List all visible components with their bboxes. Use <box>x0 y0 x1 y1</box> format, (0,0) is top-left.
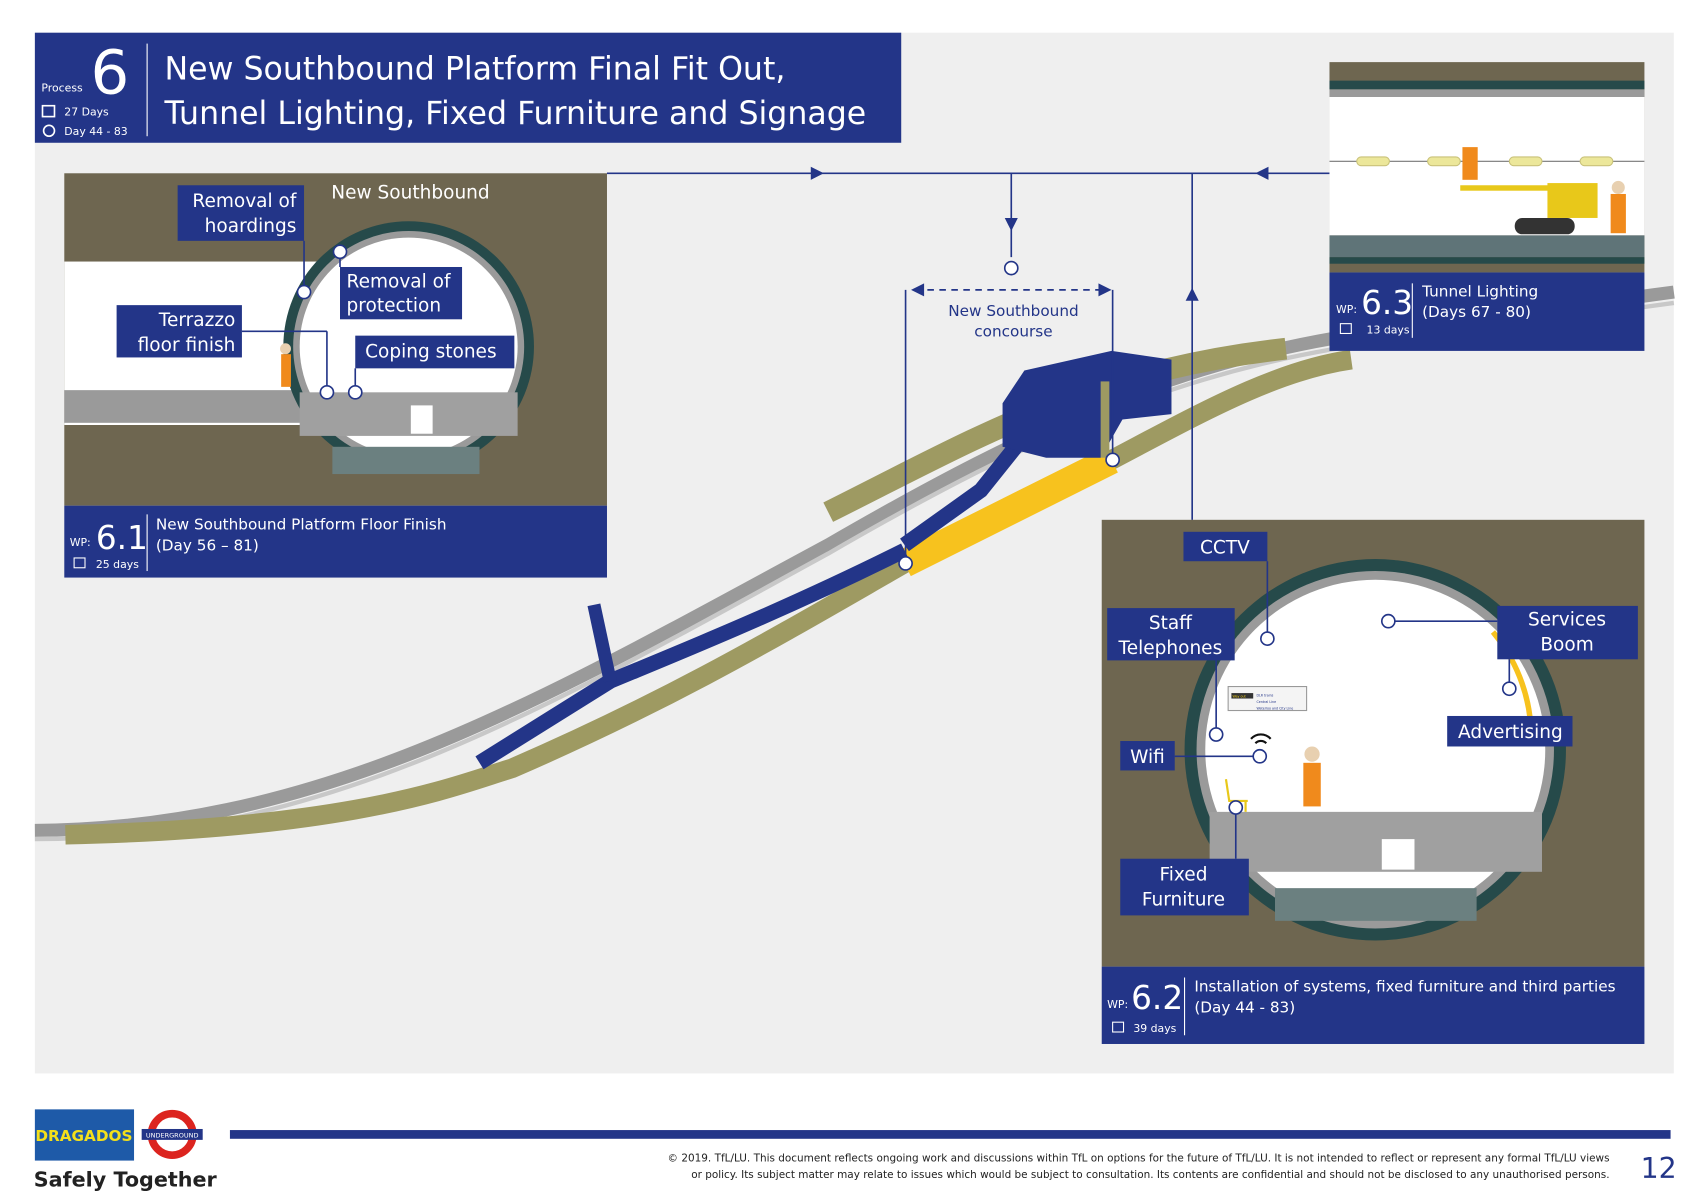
label-removal-of-hoardings-1: Removal of <box>192 191 296 212</box>
page-title-line-2: Tunnel Lighting, Fixed Furniture and Sig… <box>164 96 867 132</box>
label-staff-telephones-1: Staff <box>1149 613 1193 634</box>
dragados-logo <box>34 1109 135 1161</box>
label-services-boom-2: Boom <box>1540 635 1593 656</box>
wp-prefix: WP: <box>70 536 91 549</box>
connector-lines <box>606 172 1330 571</box>
wp-title: New Southbound Platform Floor Finish <box>156 516 447 534</box>
footer: DRAGADOS UNDERGROUND Safely Together © 2… <box>34 1109 1677 1192</box>
label-wifi: Wifi <box>1130 747 1165 768</box>
sign-line-3: Waterloo and City Line <box>1256 706 1293 710</box>
page-title-line-1: New Southbound Platform Final Fit Out, <box>165 52 786 88</box>
process-header: Process 6 27 Days Day 44 - 83 New Southb… <box>34 32 902 143</box>
concourse-label-1: New Southbound <box>948 302 1078 320</box>
label-fixed-furniture-2: Furniture <box>1142 890 1225 911</box>
wp-days: 25 days <box>96 558 139 571</box>
calendar-icon <box>41 104 56 118</box>
label-removal-of-protection-1: Removal of <box>347 272 451 293</box>
wp-6-1-panel: New Southbound Removal of hoardings Terr… <box>64 173 607 578</box>
disclaimer-line-1: © 2019. TfL/LU. This document reflects o… <box>668 1153 1610 1165</box>
clock-icon <box>42 124 56 138</box>
process-number: 6 <box>90 38 129 109</box>
concourse-structure <box>1002 350 1172 458</box>
calendar-icon <box>73 557 86 569</box>
calendar-icon <box>1112 1021 1125 1033</box>
process-day-range: Day 44 - 83 <box>64 125 128 138</box>
disclaimer-line-2: or policy. Its subject matter may relate… <box>691 1169 1609 1181</box>
worker-figure <box>1303 762 1321 807</box>
process-duration: 27 Days <box>64 106 109 119</box>
label-fixed-furniture-1: Fixed <box>1159 865 1207 886</box>
sign-way-out: Way out <box>1233 694 1247 698</box>
wp-subtitle: (Day 56 – 81) <box>156 536 259 554</box>
label-terrazzo-1: Terrazzo <box>158 310 236 331</box>
concourse-label-2: concourse <box>974 323 1052 341</box>
wp-days: 39 days <box>1133 1022 1176 1035</box>
wp-number: 6.3 <box>1361 284 1413 322</box>
image-title: New Southbound <box>331 182 489 203</box>
wp-prefix: WP: <box>1336 303 1357 316</box>
sign-line-1: DLR trains <box>1256 693 1273 697</box>
tunnel-diagram <box>34 285 1675 845</box>
label-services-boom-1: Services <box>1528 610 1606 631</box>
wifi-icon <box>1250 733 1272 745</box>
worker-figure <box>281 354 291 387</box>
svg-text:UNDERGROUND: UNDERGROUND <box>146 1132 199 1140</box>
dragados-logo-text: DRAGADOS <box>35 1127 132 1145</box>
tagline: Safely Together <box>34 1168 218 1192</box>
process-label: Process <box>41 82 83 95</box>
wayfinding-sign <box>1227 686 1308 712</box>
wp-title: Tunnel Lighting <box>1421 282 1538 300</box>
label-staff-telephones-2: Telephones <box>1118 638 1223 659</box>
label-removal-of-hoardings-2: hoardings <box>205 216 297 237</box>
page-number: 12 <box>1641 1152 1677 1185</box>
wp-number: 6.2 <box>1131 979 1183 1017</box>
label-advertising: Advertising <box>1458 722 1563 743</box>
cctv-camera-icon <box>1260 631 1275 646</box>
wp-days: 13 days <box>1367 323 1410 336</box>
label-coping-stones: Coping stones <box>365 341 497 362</box>
label-removal-of-protection-2: protection <box>347 296 442 317</box>
wp-6-2-panel: Way out DLR trains Central Line Waterloo… <box>1101 519 1645 1044</box>
wp-title: Installation of systems, fixed furniture… <box>1194 978 1615 996</box>
wp-number: 6.1 <box>96 519 148 557</box>
label-cctv: CCTV <box>1200 538 1250 559</box>
underground-roundel: UNDERGROUND <box>141 1109 203 1159</box>
arrow-icons <box>810 166 1269 301</box>
sign-line-2: Central Line <box>1256 700 1276 704</box>
calendar-icon <box>1339 323 1352 335</box>
footer-rule <box>229 1130 1671 1139</box>
label-terrazzo-2: floor finish <box>138 335 236 356</box>
wp-6-3-panel: WP: 6.3 13 days Tunnel Lighting (Days 67… <box>1329 62 1645 351</box>
wp-subtitle: (Days 67 - 80) <box>1422 303 1531 321</box>
wp-prefix: WP: <box>1107 998 1128 1011</box>
wp-subtitle: (Day 44 - 83) <box>1194 998 1295 1016</box>
